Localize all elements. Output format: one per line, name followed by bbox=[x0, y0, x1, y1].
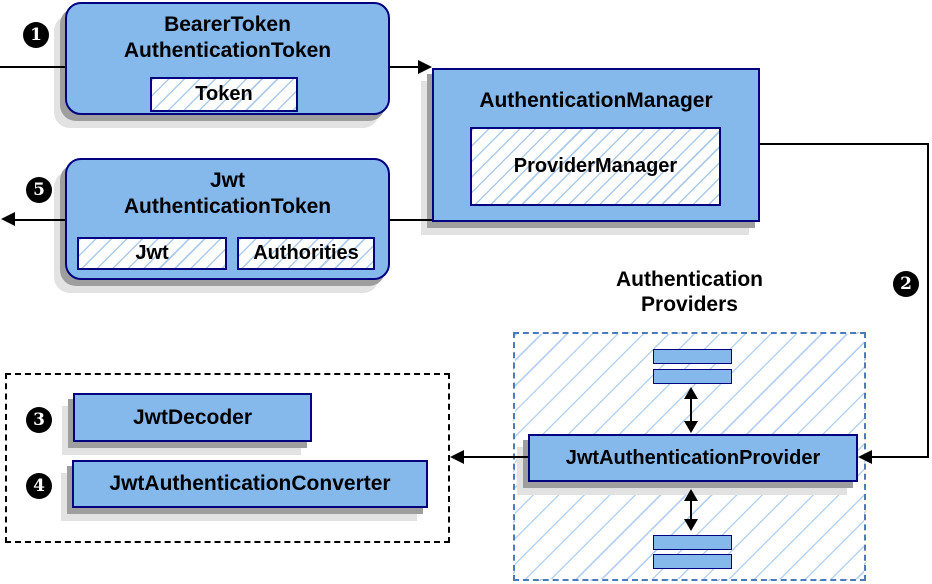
connector-provider-to-tools bbox=[464, 456, 528, 458]
jwt-decoder-node: JwtDecoder bbox=[73, 393, 312, 442]
authorities-field-label: Authorities bbox=[253, 242, 359, 264]
token-field: Token bbox=[150, 77, 298, 112]
other-provider-rect-bottom-1 bbox=[653, 535, 732, 550]
other-provider-rect-top-2 bbox=[653, 369, 732, 384]
step-3-marker: 3 bbox=[26, 407, 52, 433]
jwt-token-title-line2: AuthenticationToken bbox=[123, 195, 332, 218]
connector-request-in bbox=[0, 66, 65, 68]
arrowhead-up-bottom bbox=[684, 489, 698, 501]
arrowhead-up-top bbox=[684, 387, 698, 399]
arrowhead-out-left bbox=[1, 212, 15, 226]
step-2-marker: 2 bbox=[893, 271, 919, 297]
bearer-token-title-line1: BearerToken bbox=[164, 13, 291, 36]
bearer-token-title-line2: AuthenticationToken bbox=[123, 39, 332, 62]
step-1-marker: 1 bbox=[23, 22, 49, 48]
step-4-marker: 4 bbox=[26, 473, 52, 499]
connector-providers-top bbox=[690, 397, 692, 423]
step-5-number: 5 bbox=[33, 180, 45, 200]
connector-bearer-to-manager bbox=[390, 66, 419, 68]
other-provider-rect-top-1 bbox=[653, 349, 732, 364]
connector-providers-bottom bbox=[690, 499, 692, 521]
jwt-field: Jwt bbox=[77, 237, 227, 270]
jwt-authentication-converter-label: JwtAuthenticationConverter bbox=[109, 472, 391, 495]
step-5-marker: 5 bbox=[26, 177, 52, 203]
jwt-authentication-converter-node: JwtAuthenticationConverter bbox=[72, 460, 428, 508]
jwt-authentication-provider-node: JwtAuthenticationProvider bbox=[528, 434, 858, 482]
connector-into-provider bbox=[872, 456, 929, 458]
arrowhead-down-bottom bbox=[684, 519, 698, 531]
step-1-number: 1 bbox=[30, 25, 42, 45]
authentication-providers-label-line2: Providers bbox=[641, 293, 738, 316]
authorities-field: Authorities bbox=[237, 237, 375, 270]
step-2-number: 2 bbox=[900, 274, 912, 294]
step-4-number: 4 bbox=[33, 476, 45, 496]
connector-manager-to-jwt-token bbox=[390, 219, 432, 221]
step-3-number: 3 bbox=[33, 410, 45, 430]
authentication-providers-label-line1: Authentication bbox=[616, 268, 763, 291]
authentication-manager-node: AuthenticationManager ProviderManager bbox=[432, 68, 760, 222]
jwt-authentication-provider-label: JwtAuthenticationProvider bbox=[565, 446, 821, 469]
jwt-decoder-label: JwtDecoder bbox=[132, 405, 253, 429]
authentication-manager-title: AuthenticationManager bbox=[434, 70, 758, 114]
jwt-authentication-token-node: Jwt AuthenticationToken Jwt Authorities bbox=[65, 158, 390, 280]
jwt-field-label: Jwt bbox=[135, 242, 169, 264]
connector-right-down bbox=[927, 143, 929, 458]
bearer-token-node-title: BearerToken AuthenticationToken bbox=[67, 4, 388, 64]
authentication-manager-title-text: AuthenticationManager bbox=[479, 89, 713, 112]
arrowhead-into-provider bbox=[858, 450, 872, 464]
provider-manager-field: ProviderManager bbox=[470, 127, 721, 206]
connector-manager-right bbox=[760, 143, 929, 145]
jwt-token-node-title: Jwt AuthenticationToken bbox=[67, 160, 388, 220]
bearer-token-authentication-token-node: BearerToken AuthenticationToken Token bbox=[65, 2, 390, 115]
authentication-providers-label: Authentication Providers bbox=[513, 267, 866, 317]
arrowhead-into-manager bbox=[418, 60, 432, 74]
token-field-label: Token bbox=[195, 83, 253, 105]
other-provider-rect-bottom-2 bbox=[653, 554, 732, 569]
provider-manager-field-label: ProviderManager bbox=[513, 155, 678, 177]
arrowhead-down-top bbox=[684, 421, 698, 433]
arrowhead-into-tools bbox=[450, 450, 464, 464]
jwt-token-title-line1: Jwt bbox=[209, 169, 245, 192]
connector-jwt-token-out bbox=[15, 219, 65, 221]
